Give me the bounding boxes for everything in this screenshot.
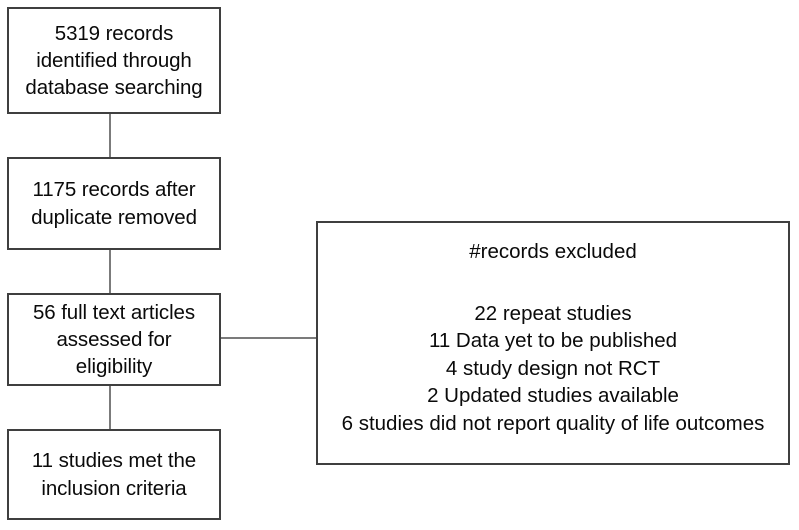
box-studies-included: 11 studies met the inclusion criteria — [7, 429, 221, 520]
box-full-text-assessed-text: 56 full text articles assessed for eligi… — [33, 300, 195, 379]
excluded-reason-item: 6 studies did not report quality of life… — [341, 411, 765, 435]
box-studies-included-text: 11 studies met the inclusion criteria — [31, 449, 197, 500]
excluded-reason-item: 2 Updated studies available — [427, 384, 679, 408]
box-full-text-assessed: 56 full text articles assessed for eligi… — [7, 293, 221, 386]
excluded-reason-item: 4 study design not RCT — [445, 356, 661, 380]
box-records-excluded: #records excluded 22 repeat studies 11 Da… — [316, 221, 790, 465]
excluded-content: #records excluded 22 repeat studies 11 Da… — [318, 239, 788, 437]
connector-eligibility-to-included — [109, 385, 111, 430]
connector-eligibility-to-excluded — [220, 337, 317, 339]
excluded-reason-item: 22 repeat studies — [474, 301, 632, 325]
connector-identification-to-duplicates — [109, 113, 111, 158]
excluded-reason-item: 11 Data yet to be published — [428, 329, 678, 353]
box-records-after-duplicates: 1175 records after duplicate removed — [7, 157, 221, 250]
box-records-identified: 5319 records identified through database… — [7, 7, 221, 114]
connector-duplicates-to-eligibility — [109, 249, 111, 294]
excluded-reasons-list: 22 repeat studies 11 Data yet to be publi… — [318, 300, 788, 437]
excluded-title: #records excluded — [469, 240, 637, 263]
box-records-identified-text: 5319 records identified through database… — [25, 21, 203, 100]
box-records-after-duplicates-text: 1175 records after duplicate removed — [31, 178, 197, 229]
